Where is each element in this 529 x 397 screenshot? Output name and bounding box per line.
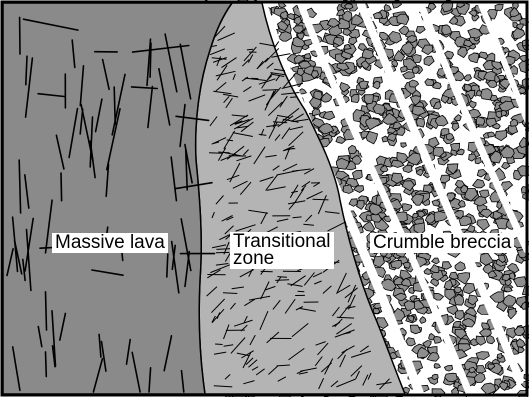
joint-line <box>46 352 47 377</box>
breccia-clast <box>352 170 362 179</box>
breccia-clast <box>364 95 373 104</box>
breccia-clast <box>304 54 311 59</box>
fracture-line <box>313 199 329 200</box>
breccia-clast <box>373 13 382 19</box>
breccia-clast <box>434 336 442 343</box>
transitional-zone-label: Transitional zone <box>230 232 334 269</box>
breccia-clast <box>432 374 438 379</box>
fracture-line <box>275 280 289 281</box>
joint-line <box>61 173 62 201</box>
breccia-clast <box>397 14 409 24</box>
fracture-line <box>290 97 297 98</box>
crumble-breccia-label: Crumble breccia <box>370 233 514 253</box>
joint-line <box>150 43 151 77</box>
joint-line <box>46 292 47 330</box>
breccia-clast <box>495 4 503 10</box>
joint-line <box>167 254 168 277</box>
breccia-clast <box>432 200 439 206</box>
fracture-line <box>263 90 279 91</box>
breccia-clast <box>497 353 502 358</box>
massive-lava-zone <box>3 3 232 394</box>
breccia-clast <box>416 118 424 127</box>
breccia-clast <box>488 132 495 137</box>
breccia-clast <box>314 91 322 100</box>
breccia-clast <box>413 213 419 218</box>
breccia-clast <box>401 66 408 72</box>
fracture-line <box>277 277 287 278</box>
fracture-line <box>247 49 253 50</box>
breccia-clast <box>481 89 492 100</box>
transitional-zone-label-line-2: zone <box>233 250 331 267</box>
massive-lava-label: Massive lava <box>52 233 168 253</box>
breccia-clast <box>351 95 359 103</box>
fracture-line <box>215 344 223 345</box>
